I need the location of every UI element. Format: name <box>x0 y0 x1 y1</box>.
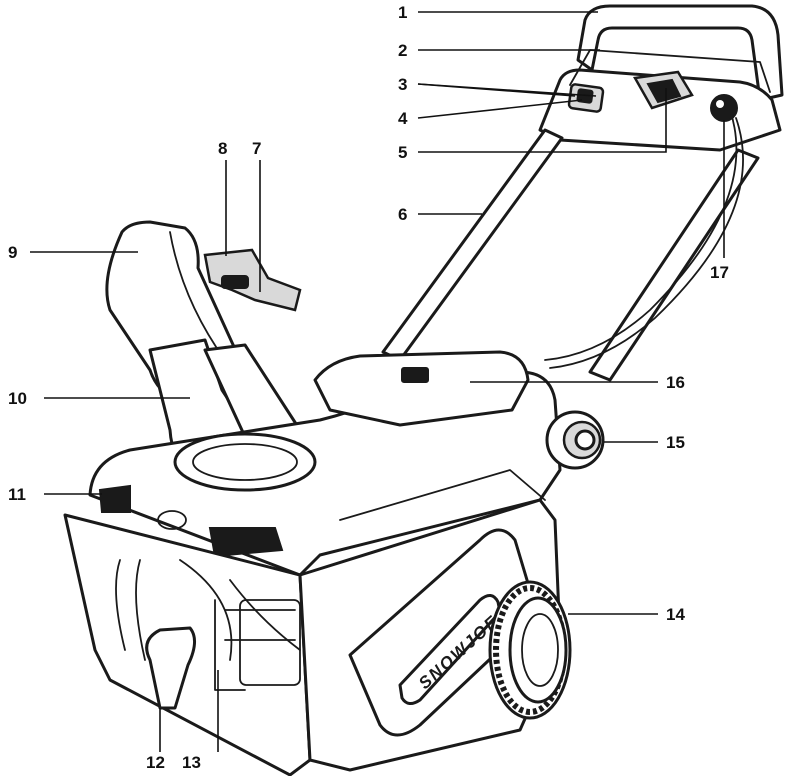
callout-15: 15 <box>666 433 685 452</box>
callout-11: 11 <box>8 485 26 504</box>
callout-7: 7 <box>252 139 261 158</box>
rear-wheel <box>488 580 572 720</box>
callout-8: 8 <box>218 139 227 158</box>
callout-4: 4 <box>398 109 408 128</box>
side-knob <box>545 410 605 470</box>
leader-lines <box>30 11 725 752</box>
callout-13: 13 <box>182 753 201 772</box>
callout-10: 10 <box>8 389 27 408</box>
callout-2: 2 <box>398 41 407 60</box>
callout-12: 12 <box>146 753 165 772</box>
callout-1: 1 <box>398 3 407 22</box>
callout-16: 16 <box>666 373 685 392</box>
callout-17: 17 <box>710 263 729 282</box>
engine-housing <box>88 350 562 577</box>
callout-6: 6 <box>398 205 407 224</box>
upper-handle <box>538 4 784 152</box>
callout-14: 14 <box>666 605 685 624</box>
callout-5: 5 <box>398 143 407 162</box>
callout-3: 3 <box>398 75 407 94</box>
lower-handle-tubes <box>381 109 760 382</box>
callout-9: 9 <box>8 243 17 262</box>
callout-labels: 1 2 3 4 5 6 7 8 9 10 11 12 13 14 15 16 1… <box>8 3 729 772</box>
